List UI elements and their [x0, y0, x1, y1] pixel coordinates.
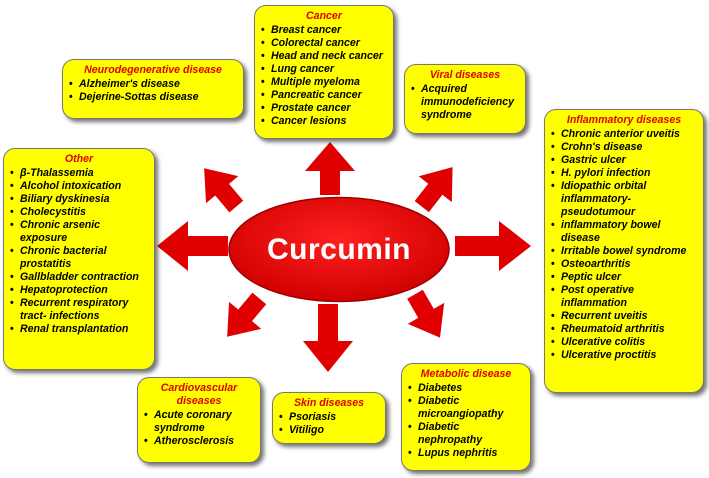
- disease-item: Peptic ulcer: [551, 271, 697, 284]
- disease-item: Lupus nephritis: [408, 447, 524, 460]
- other-box: Other β-ThalassemiaAlcohol intoxicationB…: [3, 148, 155, 370]
- disease-item: Post operative inflammation: [551, 284, 697, 310]
- disease-item: Chronic bacterial prostatitis: [10, 245, 148, 271]
- arrow-cancer: [305, 142, 355, 195]
- disease-item: Gallbladder contraction: [10, 271, 148, 284]
- disease-item: Hepatoprotection: [10, 284, 148, 297]
- disease-item: Renal transplantation: [10, 323, 148, 336]
- disease-item: Chronic arsenic exposure: [10, 219, 148, 245]
- metabolic-box: Metabolic disease DiabetesDiabetic micro…: [401, 363, 531, 471]
- inflammatory-list: Chronic anterior uveitisCrohn's diseaseG…: [551, 128, 697, 362]
- viral-list: Acquired immunodeficiency syndrome: [411, 83, 519, 122]
- disease-item: Alcohol intoxication: [10, 180, 148, 193]
- disease-item: Gastric ulcer: [551, 154, 697, 167]
- neurodegenerative-box: Neurodegenerative disease Alzheimer's di…: [62, 59, 244, 119]
- disease-item: Osteoarthritis: [551, 258, 697, 271]
- disease-item: Crohn's disease: [551, 141, 697, 154]
- cardiovascular-box: Cardiovascular diseases Acute coronary s…: [137, 377, 261, 463]
- skin-list: PsoriasisVitiligo: [279, 411, 379, 437]
- disease-item: Atherosclerosis: [144, 435, 254, 448]
- disease-item: Prostate cancer: [261, 102, 387, 115]
- disease-item: inflammatory bowel disease: [551, 219, 697, 245]
- disease-item: Rheumatoid arthritis: [551, 323, 697, 336]
- viral-box: Viral diseases Acquired immunodeficiency…: [404, 64, 526, 134]
- cardiovascular-list: Acute coronary syndromeAtherosclerosis: [144, 409, 254, 448]
- disease-item: Chronic anterior uveitis: [551, 128, 697, 141]
- disease-item: Diabetic nephropathy: [408, 421, 524, 447]
- disease-item: Diabetes: [408, 382, 524, 395]
- neurodegenerative-list: Alzheimer's diseaseDejerine-Sottas disea…: [69, 78, 237, 104]
- disease-item: Biliary dyskinesia: [10, 193, 148, 206]
- disease-item: Breast cancer: [261, 24, 387, 37]
- curcumin-center: Curcumin: [226, 195, 452, 304]
- arrow-neuro: [204, 168, 244, 213]
- disease-item: Multiple myeloma: [261, 76, 387, 89]
- disease-item: Psoriasis: [279, 411, 379, 424]
- disease-item: Colorectal cancer: [261, 37, 387, 50]
- skin-box: Skin diseases PsoriasisVitiligo: [272, 392, 386, 444]
- disease-item: Irritable bowel syndrome: [551, 245, 697, 258]
- cancer-list: Breast cancerColorectal cancerHead and n…: [261, 24, 387, 128]
- arrow-skin: [303, 304, 353, 372]
- disease-item: Dejerine-Sottas disease: [69, 91, 237, 104]
- arrow-metabolic: [407, 289, 445, 338]
- cardiovascular-title: Cardiovascular diseases: [160, 382, 238, 407]
- other-title: Other: [64, 153, 94, 165]
- disease-item: β-Thalassemia: [10, 167, 148, 180]
- disease-item: H. pylori infection: [551, 167, 697, 180]
- skin-title: Skin diseases: [293, 397, 365, 409]
- center-label: Curcumin: [266, 232, 411, 266]
- disease-item: Lung cancer: [261, 63, 387, 76]
- inflammatory-title: Inflammatory diseases: [566, 114, 682, 126]
- disease-item: Idiopathic orbital inflammatory-pseudotu…: [551, 180, 697, 219]
- disease-item: Alzheimer's disease: [69, 78, 237, 91]
- inflammatory-box: Inflammatory diseases Chronic anterior u…: [544, 109, 704, 393]
- disease-item: Cholecystitis: [10, 206, 148, 219]
- arrow-inflammatory: [455, 221, 531, 271]
- metabolic-list: DiabetesDiabetic microangiopathyDiabetic…: [408, 382, 524, 460]
- disease-item: Acute coronary syndrome: [144, 409, 254, 435]
- disease-item: Pancreatic cancer: [261, 89, 387, 102]
- viral-title: Viral diseases: [429, 69, 501, 81]
- disease-item: Diabetic microangiopathy: [408, 395, 524, 421]
- disease-item: Ulcerative colitis: [551, 336, 697, 349]
- disease-item: Recurrent uveitis: [551, 310, 697, 323]
- disease-item: Vitiligo: [279, 424, 379, 437]
- arrow-other: [157, 221, 228, 271]
- metabolic-title: Metabolic disease: [420, 368, 512, 380]
- other-list: β-ThalassemiaAlcohol intoxicationBiliary…: [10, 167, 148, 336]
- disease-item: Cancer lesions: [261, 115, 387, 128]
- disease-item: Acquired immunodeficiency syndrome: [411, 83, 519, 122]
- neurodegenerative-title: Neurodegenerative disease: [84, 64, 222, 76]
- disease-item: Ulcerative proctitis: [551, 349, 697, 362]
- arrow-cardio: [227, 292, 267, 337]
- cancer-box: Cancer Breast cancerColorectal cancerHea…: [254, 5, 394, 139]
- cancer-title: Cancer: [306, 10, 342, 22]
- disease-item: Recurrent respiratory tract- infections: [10, 297, 148, 323]
- arrow-viral: [414, 167, 453, 213]
- disease-item: Head and neck cancer: [261, 50, 387, 63]
